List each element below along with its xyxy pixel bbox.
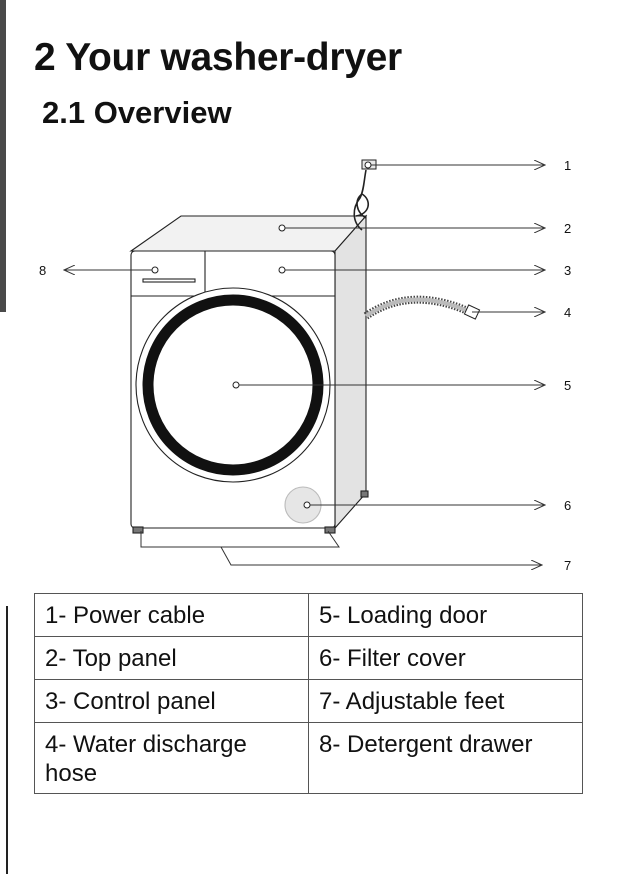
- legend-cell: 8- Detergent drawer: [308, 722, 583, 794]
- drawer-handle-shape: [142, 278, 196, 283]
- foot-front-right: [324, 526, 336, 534]
- callout-3: 3: [564, 263, 571, 278]
- legend-cell: 3- Control panel: [34, 679, 309, 723]
- legend-cell: 6- Filter cover: [308, 636, 583, 680]
- parts-legend-table: 1- Power cable 5- Loading door 2- Top pa…: [34, 593, 583, 794]
- page-title: 2 Your washer-dryer: [34, 36, 402, 79]
- callout-4: 4: [564, 305, 571, 320]
- washer-illustration: [129, 214, 369, 534]
- table-row: 4- Water discharge hose 8- Detergent dra…: [34, 722, 583, 794]
- table-row: 3- Control panel 7- Adjustable feet: [34, 679, 583, 723]
- legend-cell: 1- Power cable: [34, 593, 309, 637]
- callout-2: 2: [564, 221, 571, 236]
- callout-6: 6: [564, 498, 571, 513]
- table-row: 1- Power cable 5- Loading door: [34, 593, 583, 637]
- legend-cell: 5- Loading door: [308, 593, 583, 637]
- foot-back-right: [360, 490, 369, 498]
- feet-callout-outline: [140, 530, 340, 548]
- callout-7: 7: [564, 558, 571, 573]
- table-row: 2- Top panel 6- Filter cover: [34, 636, 583, 680]
- section-title: 2.1 Overview: [42, 95, 232, 130]
- page-edge-rule: [6, 606, 8, 874]
- callout-5: 5: [564, 378, 571, 393]
- legend-cell: 4- Water discharge hose: [34, 722, 309, 794]
- foot-front-left: [132, 526, 144, 534]
- callout-leaders: [64, 165, 545, 505]
- legend-cell: 7- Adjustable feet: [308, 679, 583, 723]
- page-edge-tab: [0, 0, 6, 312]
- side-panel-shape: [334, 214, 367, 530]
- legend-cell: 2- Top panel: [34, 636, 309, 680]
- callout-1: 1: [564, 158, 571, 173]
- top-panel-shape: [129, 215, 368, 252]
- callout-8: 8: [39, 263, 46, 278]
- washer-dryer-diagram: 1 2 3 4 5 6 7 8: [39, 158, 571, 573]
